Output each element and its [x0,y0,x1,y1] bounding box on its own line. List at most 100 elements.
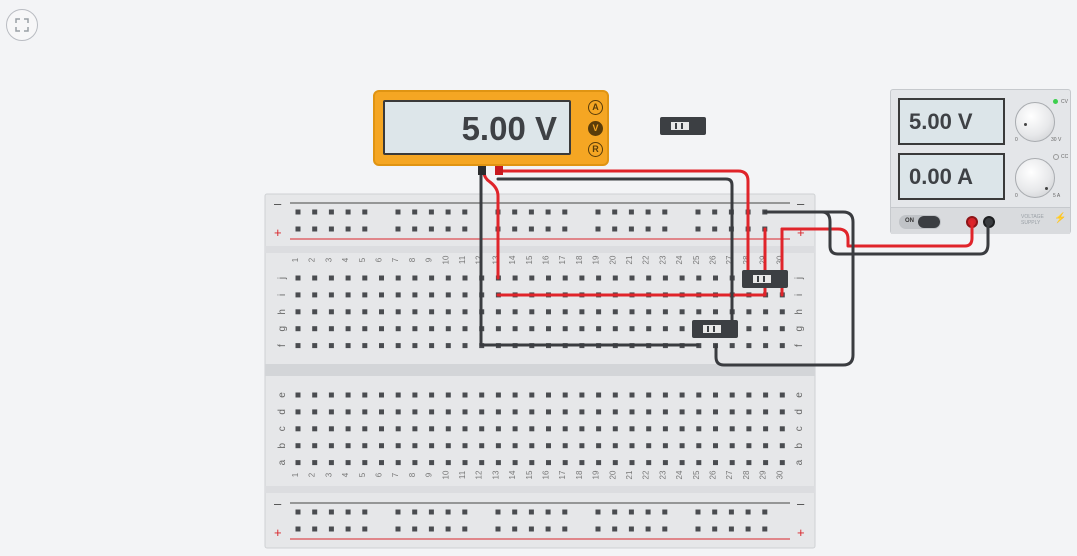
negative-terminal[interactable] [983,216,995,228]
row-label: e [277,392,288,398]
lower-hole [662,443,668,449]
lower-hole [696,409,702,415]
lower-hole [462,409,468,415]
mode-ohmmeter-button[interactable]: R [588,142,603,157]
column-number: 25 [692,255,701,264]
lower-hole [713,392,718,398]
bottom-minus-sign: – [274,496,282,511]
multimeter[interactable]: 5.00 V A V R [373,90,609,166]
bottom-rail-hole [345,509,351,515]
upper-hole [412,309,418,315]
lower-hole [596,460,602,466]
bottom-rail-hole [628,509,634,515]
upper-hole [662,309,668,315]
upper-hole [362,343,368,349]
lower-hole [746,443,752,449]
lower-hole [362,426,368,432]
column-number: 26 [709,470,718,479]
cc-led-icon [1053,154,1059,160]
mode-ammeter-button[interactable]: A [588,100,603,115]
bottom-rail-hole [412,526,418,532]
top-rail-hole [295,209,301,215]
upper-hole [562,343,568,349]
bottom-rail-hole [512,526,518,532]
lower-hole [395,443,401,449]
row-label: j [277,277,288,280]
upper-hole [445,292,451,298]
bottom-minus-sign: – [797,496,805,511]
slide-switch-2[interactable] [692,320,738,338]
power-supply[interactable]: 5.00 V 0.00 A CV CC 0 30 V 0 5 A ON VOLT… [890,89,1071,234]
fit-view-button[interactable] [6,9,38,41]
column-number: 6 [375,472,384,477]
upper-hole [612,292,618,298]
column-number: 4 [341,257,350,262]
bottom-rail-hole [328,526,334,532]
upper-hole [679,275,685,281]
row-label: h [794,309,805,315]
lower-hole [295,426,301,432]
column-number: 3 [324,472,333,477]
top-rail-hole [312,209,318,215]
upper-hole [662,326,668,332]
upper-hole [629,326,635,332]
upper-hole [312,343,318,349]
column-number: 12 [475,255,484,264]
power-toggle[interactable]: ON [899,215,941,229]
upper-hole [729,275,735,281]
row-label: e [794,392,805,398]
lower-hole [662,409,668,415]
bottom-rail-hole [362,526,368,532]
current-knob[interactable] [1015,158,1055,198]
column-number: 20 [608,470,617,479]
upper-hole [395,326,401,332]
lower-hole [713,426,718,432]
lower-hole [646,392,652,398]
bottom-rail-hole [645,509,651,515]
mode-voltmeter-button[interactable]: V [588,121,603,136]
lower-hole [312,460,318,466]
slide-switch-1[interactable] [742,270,788,288]
lower-hole [479,426,485,432]
upper-hole [412,343,418,349]
top-rail-hole [345,209,351,215]
lower-hole [395,409,401,415]
bottom-rail-hole [312,526,318,532]
switch-slider[interactable] [671,122,689,130]
bottom-rail-hole [612,526,618,532]
upper-hole [495,275,501,281]
lower-hole [328,392,334,398]
voltage-knob[interactable] [1015,102,1055,142]
column-number: 23 [658,255,667,264]
lower-hole [596,443,602,449]
switch-slider[interactable] [703,325,721,333]
row-label: g [794,326,805,332]
top-rail-hole [512,226,518,232]
bottom-rail-hole [528,509,534,515]
bottom-plus-sign: + [797,525,805,540]
upper-hole [495,292,501,298]
top-rail-hole [295,226,301,232]
lower-hole [328,409,334,415]
bottom-rail-hole [495,509,501,515]
lower-hole [512,409,518,415]
lower-hole [679,426,685,432]
lower-hole [395,460,401,466]
bottom-rail-hole [712,526,718,532]
lower-hole [729,443,735,449]
upper-hole [662,292,668,298]
upper-hole [512,326,518,332]
column-number: 13 [491,255,500,264]
lower-hole [412,392,418,398]
lower-hole [512,426,518,432]
upper-hole [328,275,334,281]
switch-slider[interactable] [753,275,771,283]
lower-hole [546,426,551,432]
upper-hole [412,326,418,332]
upper-hole [546,326,551,332]
row-label: i [277,294,288,296]
top-rail-hole [695,209,701,215]
positive-terminal[interactable] [966,216,978,228]
upper-hole [328,326,334,332]
slide-switch-spare[interactable] [660,117,706,135]
